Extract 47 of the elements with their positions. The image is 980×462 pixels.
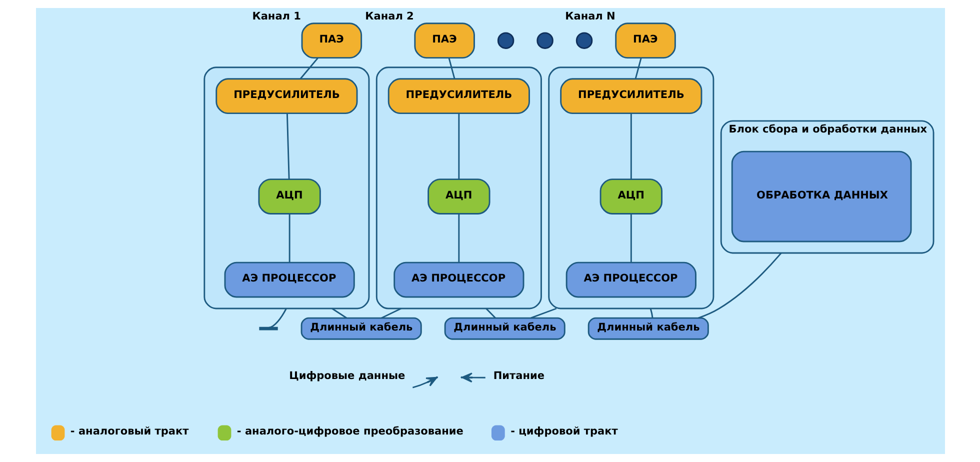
node-box: АЦП — [599, 178, 662, 214]
cluster — [375, 66, 542, 310]
connector — [448, 58, 455, 80]
connector — [630, 214, 632, 262]
node-box: АЦП — [258, 178, 320, 214]
node-box: АЦП — [427, 178, 490, 214]
connector — [380, 308, 401, 319]
node-box: ПАЭ — [614, 22, 676, 59]
node-box: ПАЭ — [414, 22, 474, 59]
legend-label: - аналоговый тракт — [70, 426, 188, 438]
node-box: Длинный кабель — [300, 317, 422, 340]
connector — [331, 308, 346, 319]
connector — [299, 57, 318, 80]
connector — [630, 113, 632, 180]
connector — [697, 252, 782, 319]
node-circle — [536, 32, 553, 49]
connector — [530, 308, 556, 319]
label: Цифровые данные — [288, 370, 405, 382]
cluster — [203, 66, 370, 310]
node-box: Длинный кабель — [444, 317, 565, 340]
node-label: Канал N — [564, 10, 615, 22]
connector — [268, 308, 286, 328]
label: Питание — [492, 370, 544, 382]
node-box: ОБРАБОТКА ДАННЫХ — [730, 150, 912, 242]
connector — [485, 308, 496, 319]
node-box: АЭ ПРОЦЕССОР — [565, 262, 696, 298]
connector — [649, 308, 653, 318]
legend-label: - цифровой тракт — [510, 426, 618, 438]
connector — [634, 58, 642, 80]
connector — [458, 113, 460, 180]
node-ground — [258, 326, 278, 330]
node-label: Канал 2 — [364, 10, 414, 22]
node-label: Канал 1 — [252, 10, 300, 22]
node-box: Длинный кабель — [587, 317, 708, 340]
legend-label: - аналого-цифровое преобразование — [236, 426, 463, 438]
connector — [458, 214, 460, 262]
cluster — [548, 66, 714, 310]
node-box: ПАЭ — [300, 22, 362, 59]
node-circle — [575, 32, 592, 49]
node-box: ПРЕДУСИЛИТЕЛЬ — [560, 78, 702, 114]
node-box: ПРЕДУСИЛИТЕЛЬ — [215, 78, 358, 114]
node-box: ПРЕДУСИЛИТЕЛЬ — [387, 78, 530, 114]
node-box: АЭ ПРОЦЕССОР — [393, 262, 524, 298]
connector — [288, 214, 290, 262]
node-circle — [496, 32, 514, 49]
connector — [286, 113, 290, 180]
node-box: АЭ ПРОЦЕССОР — [224, 262, 354, 298]
